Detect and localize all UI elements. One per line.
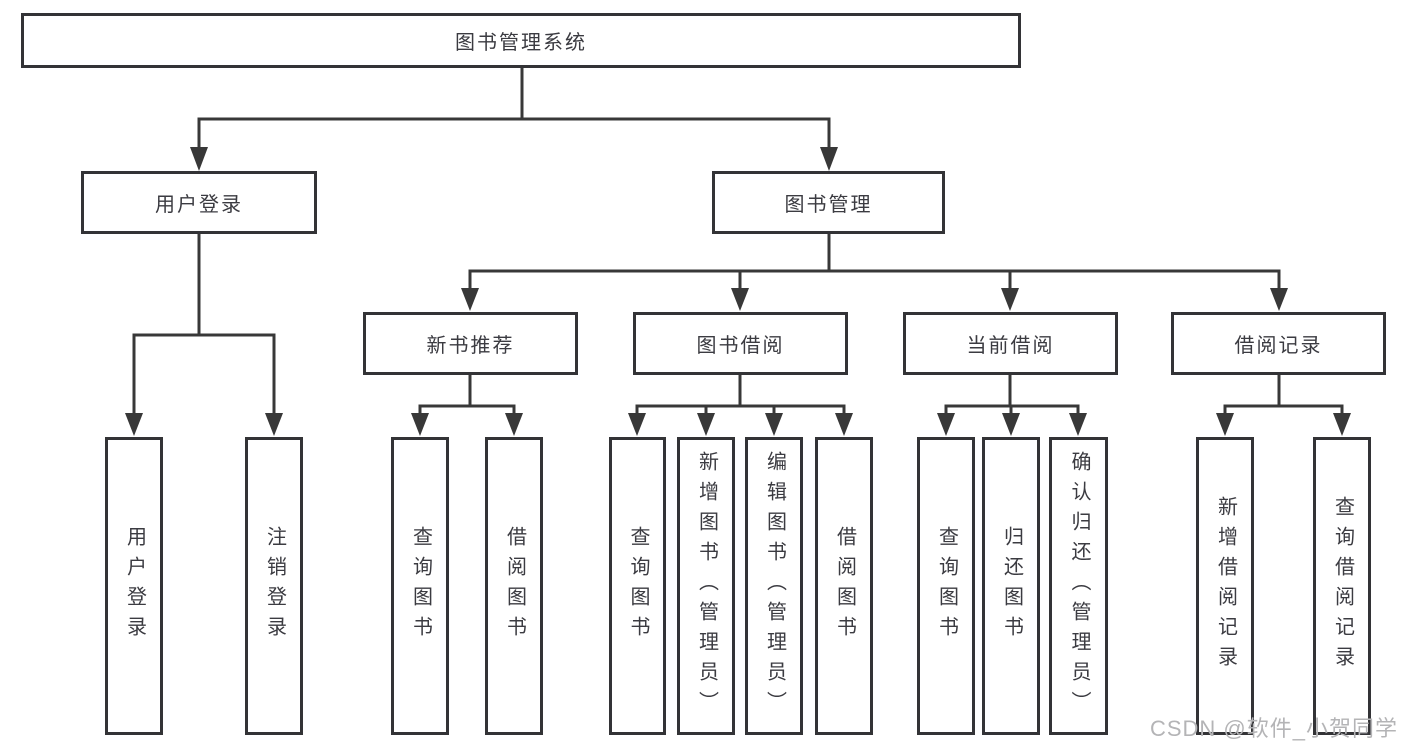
leaf-query-borrow-record: 查询借阅记录: [1313, 437, 1371, 735]
leaf-user-login-label: 用户登录: [123, 526, 146, 646]
leaf-add-borrow-record: 新增借阅记录: [1196, 437, 1254, 735]
leaf-query-books-3-label: 查询图书: [935, 526, 958, 646]
leaf-add-book-admin-label: 新增图书（管理员）: [695, 451, 718, 721]
leaf-return-books-label: 归还图书: [1000, 526, 1023, 646]
leaf-confirm-return-admin-label: 确认归还（管理员）: [1068, 451, 1090, 721]
node-user-login-group: 用户登录: [81, 171, 317, 234]
leaf-logout: 注销登录: [245, 437, 303, 735]
leaf-query-books-2-label: 查询图书: [627, 526, 649, 646]
leaf-borrow-books-1: 借阅图书: [485, 437, 543, 735]
node-current-borrow: 当前借阅: [903, 312, 1118, 375]
leaf-edit-book-admin-label: 编辑图书（管理员）: [763, 451, 786, 721]
node-book-management-group: 图书管理: [712, 171, 945, 234]
leaf-query-borrow-record-label: 查询借阅记录: [1331, 496, 1354, 676]
leaf-query-books-1: 查询图书: [391, 437, 449, 735]
leaf-add-borrow-record-label: 新增借阅记录: [1214, 496, 1237, 676]
node-borrow-records: 借阅记录: [1171, 312, 1386, 375]
csdn-watermark: CSDN @软件_小贺同学: [1149, 716, 1398, 741]
leaf-user-login: 用户登录: [105, 437, 163, 735]
leaf-query-books-2: 查询图书: [609, 437, 666, 735]
leaf-add-book-admin: 新增图书（管理员）: [677, 437, 735, 735]
leaf-logout-label: 注销登录: [263, 526, 286, 646]
leaf-return-books: 归还图书: [982, 437, 1040, 735]
leaf-confirm-return-admin: 确认归还（管理员）: [1049, 437, 1108, 735]
node-new-book-recommend: 新书推荐: [363, 312, 578, 375]
leaf-borrow-books-2-label: 借阅图书: [833, 526, 856, 646]
leaf-edit-book-admin: 编辑图书（管理员）: [745, 437, 803, 735]
leaf-borrow-books-1-label: 借阅图书: [503, 526, 526, 646]
leaf-query-books-1-label: 查询图书: [409, 526, 432, 646]
node-library-management-system: 图书管理系统: [21, 13, 1021, 68]
node-book-borrow: 图书借阅: [633, 312, 848, 375]
leaf-borrow-books-2: 借阅图书: [815, 437, 873, 735]
leaf-query-books-3: 查询图书: [917, 437, 975, 735]
